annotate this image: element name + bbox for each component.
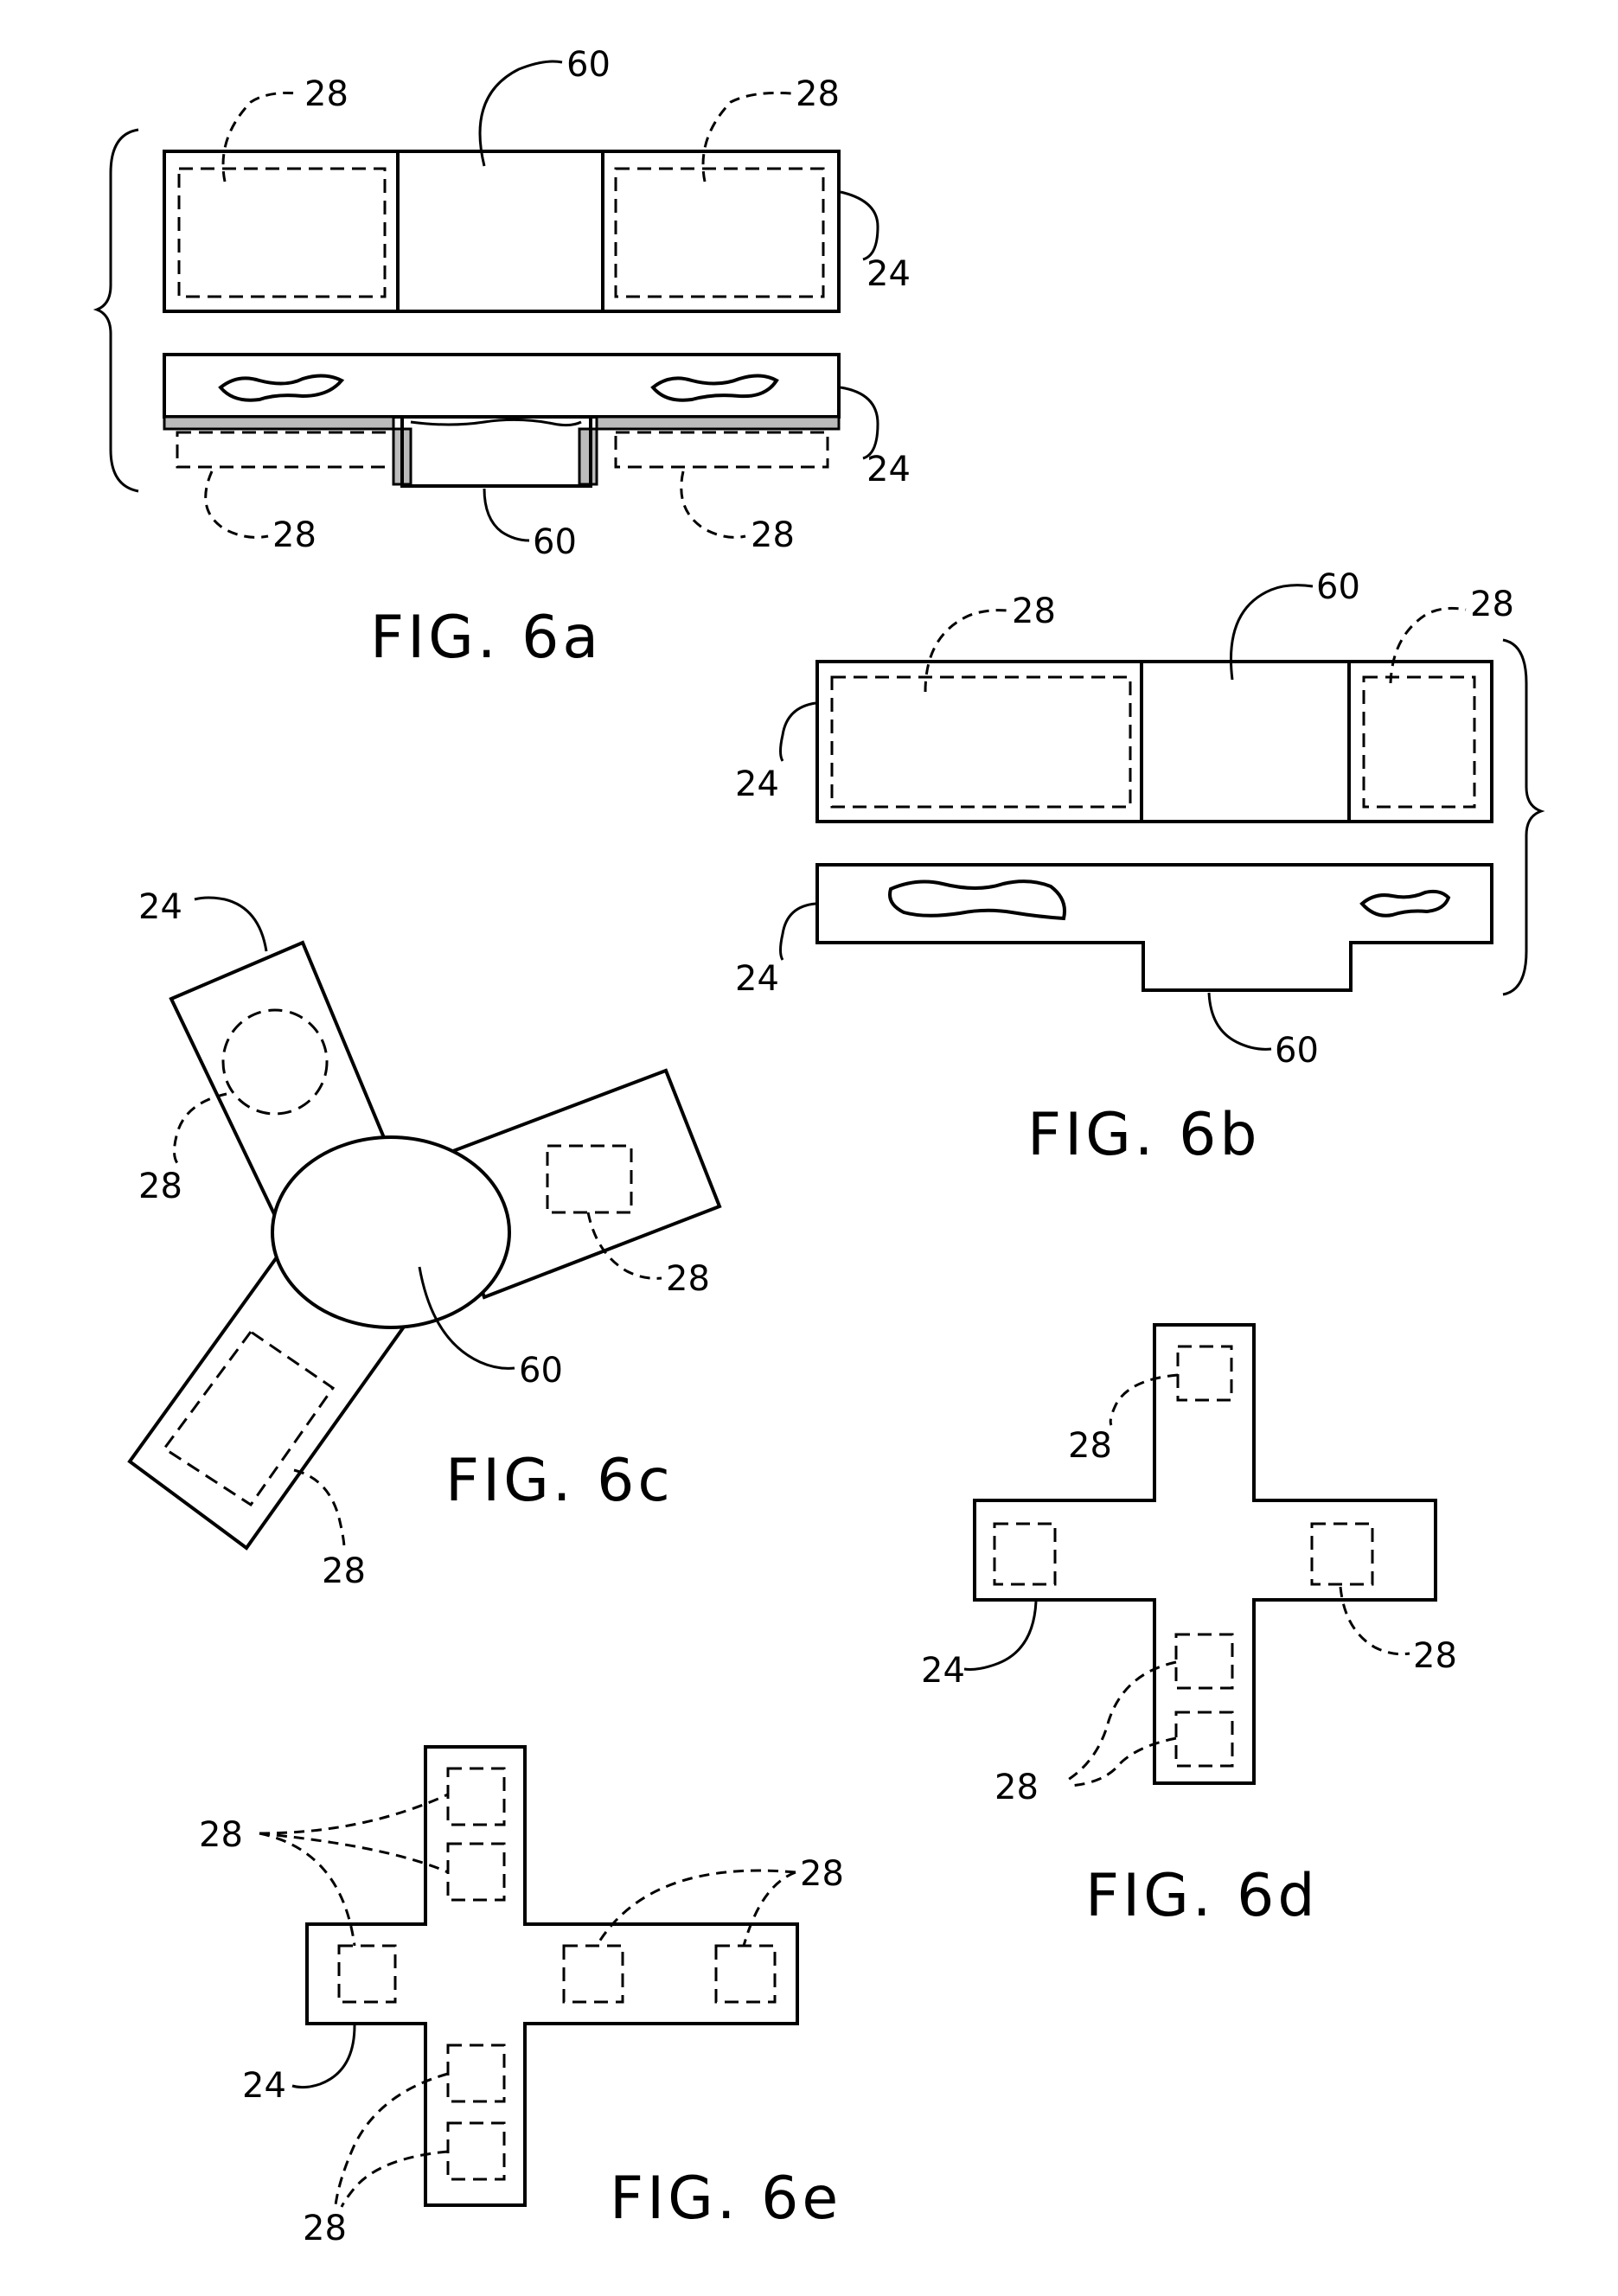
label-60-a1: 60 xyxy=(566,45,611,85)
pad-top-left xyxy=(179,169,385,297)
substrate-top-view xyxy=(164,151,839,311)
pad-round-6c xyxy=(223,1010,327,1114)
cross-substrate-6d xyxy=(975,1325,1436,1783)
torn-edge-left xyxy=(221,375,342,400)
label-60-b2: 60 xyxy=(1275,1031,1319,1071)
pad-right2-6e xyxy=(716,1946,775,2002)
pad-bottom2-6e xyxy=(448,2123,504,2179)
leader-24-a2 xyxy=(841,387,878,458)
label-24-b1: 24 xyxy=(735,764,779,804)
leader-24-e xyxy=(292,2025,355,2088)
label-28-d2: 28 xyxy=(1413,1636,1457,1676)
label-28-e1: 28 xyxy=(199,1815,243,1855)
caption-fig-6e: FIG. 6e xyxy=(610,2165,841,2233)
label-28-e3: 28 xyxy=(303,2209,347,2248)
pad-bottom1-6e xyxy=(448,2045,504,2101)
cross-substrate-6e xyxy=(307,1747,797,2205)
hub-wavy-top xyxy=(411,419,581,425)
fig-6c: 24 28 28 60 28 FIG. 6c xyxy=(130,887,719,1591)
leader-24-a1 xyxy=(841,192,878,259)
pad-top-6d xyxy=(1178,1346,1231,1400)
adhesive-layer xyxy=(164,417,839,484)
pad-small-6b xyxy=(1364,677,1474,807)
leader-28-c2 xyxy=(588,1212,662,1278)
label-28-c2: 28 xyxy=(666,1259,710,1299)
pad-left-6e xyxy=(339,1946,395,2002)
pad-bottom-right xyxy=(616,432,828,467)
label-28-a2: 28 xyxy=(796,74,840,114)
pad-right1-6e xyxy=(564,1946,623,2002)
pad-top1-6e xyxy=(448,1768,504,1825)
torn-edge-right xyxy=(653,375,777,400)
label-28-d3: 28 xyxy=(994,1768,1039,1807)
leader-28-e5 xyxy=(744,1872,796,1946)
label-24-c: 24 xyxy=(138,887,182,927)
pad-square-right-6c xyxy=(547,1146,631,1212)
pad-bottom2-6d xyxy=(1176,1712,1232,1766)
leader-28-a4 xyxy=(681,471,745,537)
pad-top-right xyxy=(616,169,823,297)
label-28-a1: 28 xyxy=(304,74,349,114)
label-28-d1: 28 xyxy=(1068,1426,1112,1466)
leader-28-c3 xyxy=(294,1470,344,1548)
caption-fig-6a: FIG. 6a xyxy=(370,604,602,672)
leader-28-e2 xyxy=(259,1833,448,1872)
leader-28-c1 xyxy=(175,1094,227,1163)
leader-24-c xyxy=(195,898,266,951)
label-24-a1: 24 xyxy=(867,254,911,294)
torn-edge-left-6b xyxy=(890,881,1065,918)
caption-fig-6d: FIG. 6d xyxy=(1085,1862,1319,1930)
label-28-e2: 28 xyxy=(800,1854,844,1894)
torn-edge-right-6b xyxy=(1362,892,1449,916)
leader-60-a2 xyxy=(484,489,529,540)
leader-28-e7 xyxy=(342,2152,448,2207)
leader-60-b2 xyxy=(1209,993,1271,1049)
pad-right-6d xyxy=(1312,1524,1372,1584)
leader-28-e4 xyxy=(597,1871,796,1946)
label-28-b2: 28 xyxy=(1470,585,1514,624)
hub-60-side xyxy=(402,417,591,486)
pad-bottom1-6d xyxy=(1176,1634,1232,1688)
caption-fig-6c: FIG. 6c xyxy=(445,1447,674,1515)
leader-28-b2 xyxy=(1391,608,1466,683)
leader-24-b2 xyxy=(781,904,816,960)
leader-28-a3 xyxy=(206,471,268,537)
leader-24-b1 xyxy=(781,703,816,761)
brace-6a xyxy=(97,130,138,491)
substrate-top-view-6b xyxy=(817,662,1492,822)
leader-28-d1 xyxy=(1110,1375,1178,1425)
brace-6b xyxy=(1503,640,1541,995)
label-28-c1: 28 xyxy=(138,1167,182,1206)
label-60-c: 60 xyxy=(519,1351,563,1391)
label-24-d: 24 xyxy=(921,1651,965,1691)
label-60-a2: 60 xyxy=(533,522,577,562)
pad-top2-6e xyxy=(448,1844,504,1900)
caption-fig-6b: FIG. 6b xyxy=(1027,1101,1261,1169)
substrate-side-view xyxy=(164,355,839,417)
label-24-e: 24 xyxy=(242,2066,286,2106)
label-24-a2: 24 xyxy=(867,450,911,489)
leader-28-b1 xyxy=(925,611,1007,692)
leader-24-d xyxy=(964,1602,1036,1669)
pad-square-lower-6c xyxy=(164,1332,333,1505)
label-28-c3: 28 xyxy=(322,1551,366,1591)
leader-28-e1 xyxy=(259,1794,448,1833)
fig-6e: 28 28 24 28 FIG. 6e xyxy=(199,1747,844,2248)
leader-28-d2 xyxy=(1340,1587,1410,1654)
fig-6d: 28 24 28 28 FIG. 6d xyxy=(921,1325,1457,1930)
pad-bottom-left xyxy=(177,432,393,467)
leader-28-e6 xyxy=(336,2074,448,2205)
hub-ellipse-6c xyxy=(272,1137,509,1327)
fig-6b: 28 60 28 24 24 60 FIG. 6b xyxy=(735,567,1541,1169)
label-28-b1: 28 xyxy=(1012,592,1056,631)
pad-large-6b xyxy=(832,677,1130,807)
fig-6a: 28 60 28 24 24 28 60 28 FIG. 6a xyxy=(97,45,911,672)
leader-60-b1 xyxy=(1231,585,1313,680)
pad-left-6d xyxy=(994,1524,1055,1584)
label-28-a3: 28 xyxy=(272,515,317,555)
label-28-a4: 28 xyxy=(751,515,795,555)
label-24-b2: 24 xyxy=(735,959,779,999)
label-60-b1: 60 xyxy=(1316,567,1360,607)
